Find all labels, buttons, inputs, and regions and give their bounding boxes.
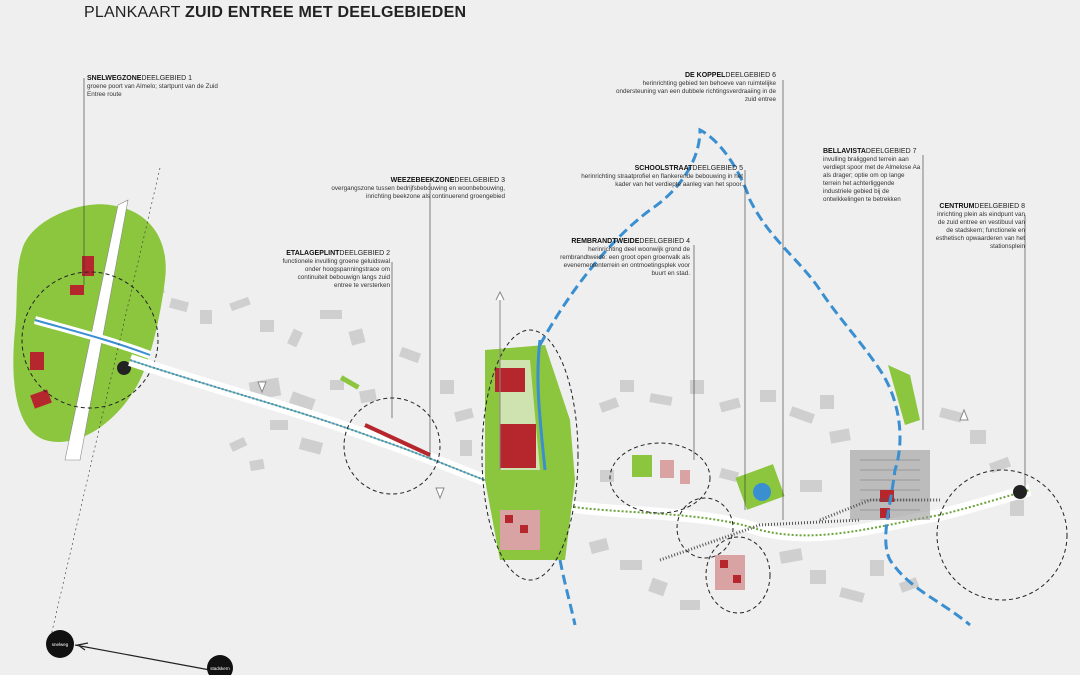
label-rembrandtweide-name: REMBRANDTWEIDE [571, 238, 640, 245]
page-title-bold: ZUID ENTREE MET DEELGEBIEDEN [185, 4, 467, 21]
urban-fabric [149, 283, 1024, 610]
legend-diagram: snelweg stadskern [46, 630, 233, 675]
page-title: PLANKAART ZUID ENTREE MET DEELGEBIEDEN [84, 4, 466, 22]
label-etalageplint-number: DEELGEBIED 2 [339, 250, 390, 257]
snelwegzone-area [13, 199, 166, 461]
label-bellavista-name: BELLAVISTA [823, 148, 866, 155]
bellavista-area [819, 365, 1068, 601]
label-snelwegzone-number: DEELGEBIED 1 [141, 75, 193, 82]
label-rembrandtweide: REMBRANDTWEIDEDEELGEBIED 4 herinrichting… [553, 238, 690, 278]
label-bellavista-number: DEELGEBIED 7 [865, 148, 917, 155]
label-etalageplint-desc: functionele invulling groene geluidswal … [282, 258, 390, 289]
label-schoolstraat-desc: herinrichting straatprofiel en flankeren… [581, 173, 743, 188]
label-etalageplint-name: ETALAGEPLINT [286, 250, 340, 257]
label-centrum-name: CENTRUM [939, 203, 975, 210]
schoolstraat-area [609, 442, 861, 614]
label-schoolstraat-number: DEELGEBIED 5 [692, 165, 743, 172]
label-snelwegzone: SNELWEGZONEDEELGEBIED 1 groene poort van… [87, 75, 237, 99]
label-de-koppel-number: DEELGEBIED 6 [725, 72, 776, 79]
label-bellavista: BELLAVISTADEELGEBIED 7 invulling braligg… [823, 148, 923, 204]
label-etalageplint: ETALAGEPLINTDEELGEBIED 2 functionele inv… [282, 250, 390, 290]
legend-snelweg-label: snelweg [52, 642, 69, 647]
label-weezebeekzone-desc: overgangszone tussen bedrijfsbebouwing e… [331, 185, 505, 200]
label-bellavista-desc: invulling braliggend terrein aan verdiep… [823, 156, 921, 203]
label-centrum: CENTRUMDEELGEBIED 8 inrichting plein als… [930, 203, 1025, 251]
label-schoolstraat: SCHOOLSTRAATDEELGEBIED 5 herinrichting s… [578, 165, 743, 189]
label-de-koppel-desc: herinrichting gebied ten behoeve van rui… [616, 80, 776, 103]
direction-arrows [257, 381, 969, 500]
label-snelwegzone-name: SNELWEGZONE [87, 75, 142, 82]
leader-lines [49, 78, 1026, 641]
page-title-light: PLANKAART [84, 4, 186, 21]
water-lines [538, 127, 971, 627]
main-route [128, 354, 1032, 542]
label-snelwegzone-desc: groene poort van Almelo; startpunt van d… [87, 83, 218, 98]
label-centrum-desc: inrichting plein als eindpunt van de zui… [935, 211, 1025, 250]
label-schoolstraat-name: SCHOOLSTRAAT [634, 165, 693, 172]
weezebeekzone-area [481, 290, 579, 581]
legend-snelweg-node [46, 630, 74, 658]
label-rembrandtweide-number: DEELGEBIED 4 [639, 238, 690, 245]
legend-stadskern-label: stadskern [210, 666, 230, 671]
label-weezebeekzone-number: DEELGEBIED 3 [454, 177, 505, 184]
legend-stadskern-node [207, 655, 233, 675]
label-de-koppel-name: DE KOPPEL [684, 72, 726, 79]
label-de-koppel: DE KOPPELDEELGEBIED 6 herinrichting gebi… [612, 72, 776, 104]
label-weezebeekzone-name: WEEZEBEEKZONE [390, 177, 455, 184]
label-centrum-number: DEELGEBIED 8 [974, 203, 1025, 210]
label-weezebeekzone: WEEZEBEEKZONEDEELGEBIED 3 overgangszone … [330, 177, 505, 201]
label-rembrandtweide-desc: herinrichting deel woonwijk grond de rem… [560, 246, 690, 277]
